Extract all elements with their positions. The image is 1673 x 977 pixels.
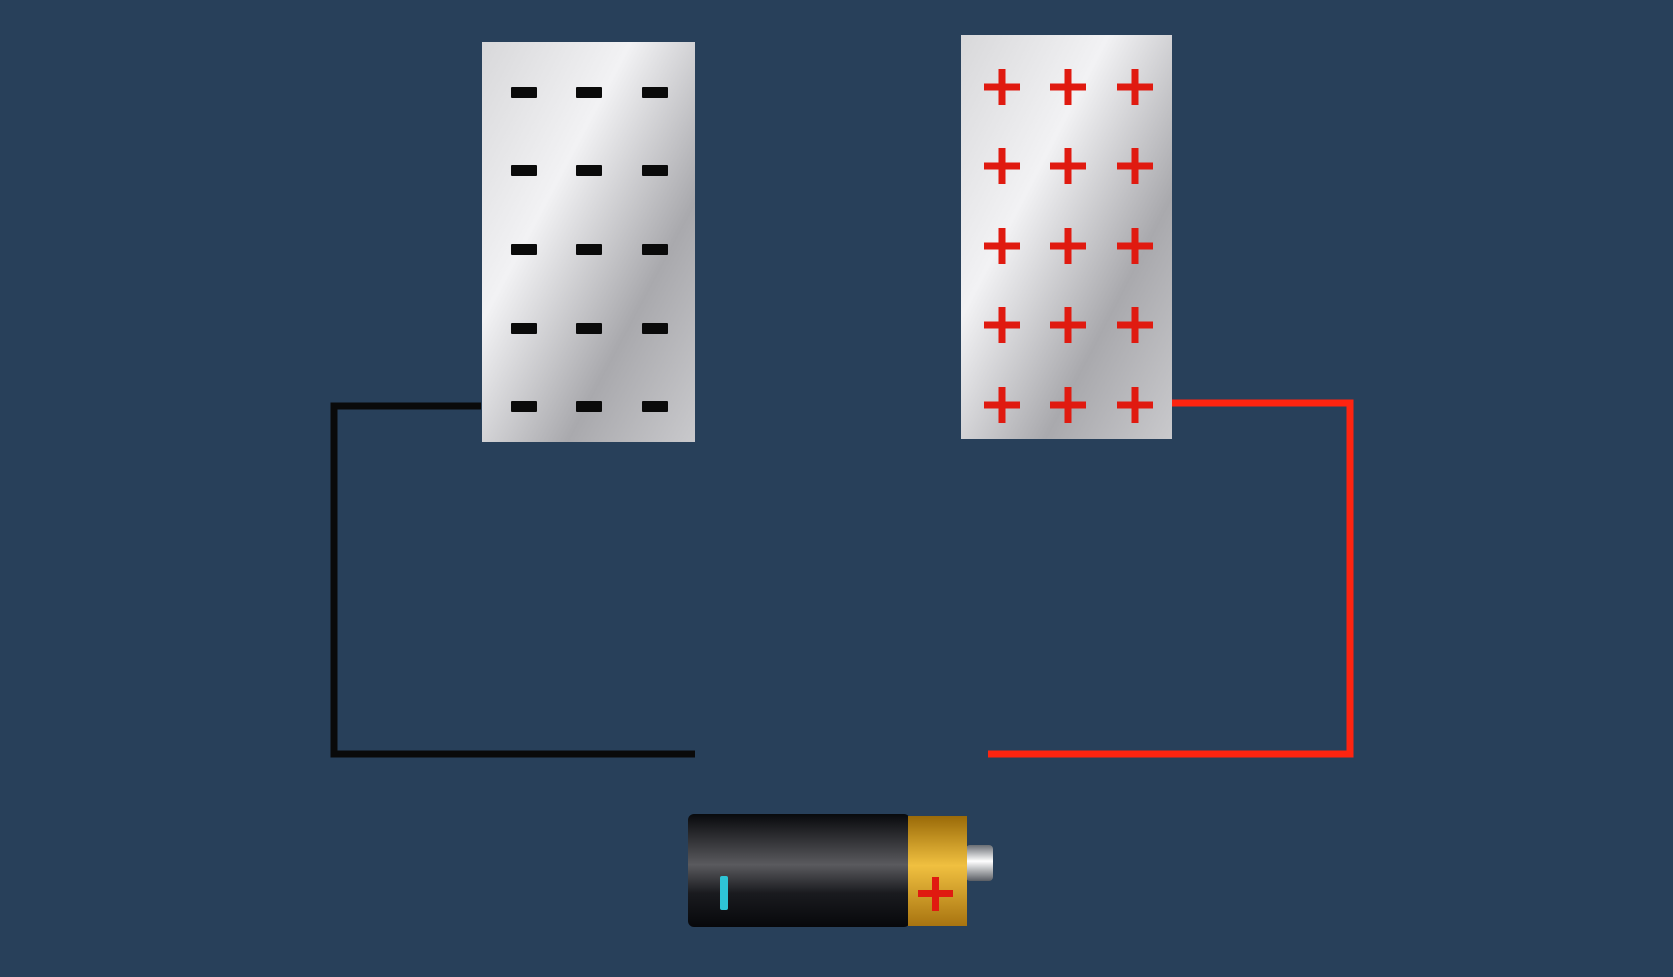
negative-charge: [511, 87, 537, 98]
negative-charge: [642, 244, 668, 255]
negative-charges: [511, 87, 668, 412]
positive-charge: [1117, 228, 1153, 264]
positive-charges: [984, 69, 1153, 423]
battery-terminal: [966, 845, 993, 881]
positive-charge: [1050, 387, 1086, 423]
negative-charge: [511, 244, 537, 255]
battery-body: [688, 814, 910, 927]
negative-charge: [576, 87, 602, 98]
positive-charge: [1050, 148, 1086, 184]
negative-wire: [330, 402, 695, 758]
battery-positive-mark: [918, 877, 953, 911]
negative-plate: [482, 42, 695, 442]
negative-charge: [576, 244, 602, 255]
positive-charge: [984, 228, 1020, 264]
negative-charge: [576, 165, 602, 176]
negative-charge: [642, 87, 668, 98]
negative-charge: [642, 165, 668, 176]
negative-charge: [576, 323, 602, 334]
positive-charge: [984, 69, 1020, 105]
positive-charge: [984, 387, 1020, 423]
battery-negative-mark: [720, 876, 728, 910]
positive-charge: [1117, 307, 1153, 343]
positive-wire: [988, 399, 1354, 758]
positive-charge: [1050, 228, 1086, 264]
positive-charge: [984, 307, 1020, 343]
negative-charge: [511, 323, 537, 334]
positive-charge: [1117, 148, 1153, 184]
battery: [688, 814, 993, 927]
positive-charge: [984, 148, 1020, 184]
positive-charge: [1117, 69, 1153, 105]
negative-charge: [642, 401, 668, 412]
positive-charge: [1050, 69, 1086, 105]
positive-charge: [1050, 307, 1086, 343]
negative-charge: [511, 165, 537, 176]
negative-charge: [576, 401, 602, 412]
positive-charge: [1117, 387, 1153, 423]
negative-charge: [511, 401, 537, 412]
negative-charge: [642, 323, 668, 334]
